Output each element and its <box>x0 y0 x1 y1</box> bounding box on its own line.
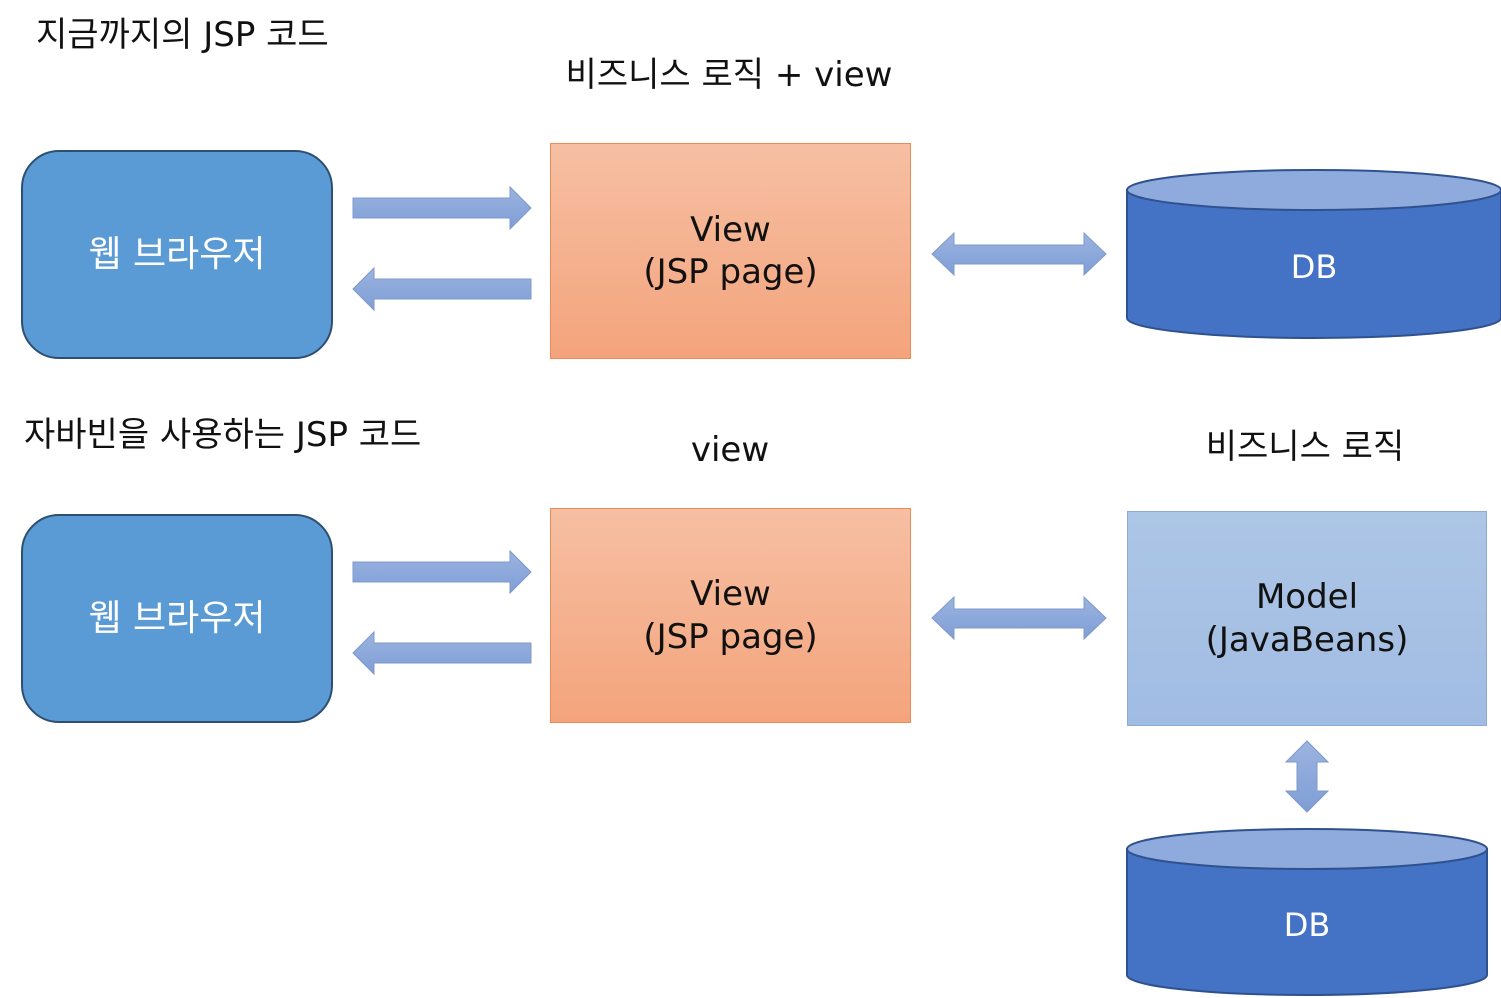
bottom-model-box: Model (JavaBeans) <box>1127 511 1487 726</box>
bottom-model-caption: 비즈니스 로직 <box>1205 427 1405 467</box>
top-view-subtitle: (JSP page) <box>643 252 818 292</box>
bottom-response-arrow <box>352 630 532 676</box>
top-heading: 지금까지의 JSP 코드 <box>36 15 329 55</box>
top-web-browser-box: 웹 브라우저 <box>21 150 333 359</box>
bottom-db-cylinder <box>1126 828 1488 996</box>
bottom-request-arrow <box>352 549 532 595</box>
bottom-view-caption: view <box>690 430 770 470</box>
top-db-label: DB <box>1290 248 1338 286</box>
top-view-caption: 비즈니스 로직 + view <box>565 55 893 95</box>
bottom-view-box: View (JSP page) <box>550 508 911 723</box>
bottom-heading: 자바빈을 사용하는 JSP 코드 <box>24 415 422 455</box>
bottom-db-label: DB <box>1283 906 1331 944</box>
bottom-view-subtitle: (JSP page) <box>643 616 818 657</box>
top-web-browser-label: 웹 브라우저 <box>88 234 266 275</box>
top-view-title: View <box>690 209 771 250</box>
top-response-arrow <box>352 266 532 312</box>
bottom-web-browser-label: 웹 브라우저 <box>88 598 266 639</box>
bottom-web-browser-box: 웹 브라우저 <box>21 514 333 723</box>
bottom-model-subtitle: (JavaBeans) <box>1205 619 1409 660</box>
top-request-arrow <box>352 185 532 231</box>
bottom-view-title: View <box>690 574 771 614</box>
top-db-cylinder <box>1126 169 1501 339</box>
bottom-model-title: Model <box>1255 577 1359 617</box>
top-view-box: View (JSP page) <box>550 143 911 359</box>
bottom-model-db-double-arrow <box>1284 740 1330 813</box>
bottom-view-model-double-arrow <box>931 595 1107 641</box>
top-view-db-double-arrow <box>931 231 1107 277</box>
